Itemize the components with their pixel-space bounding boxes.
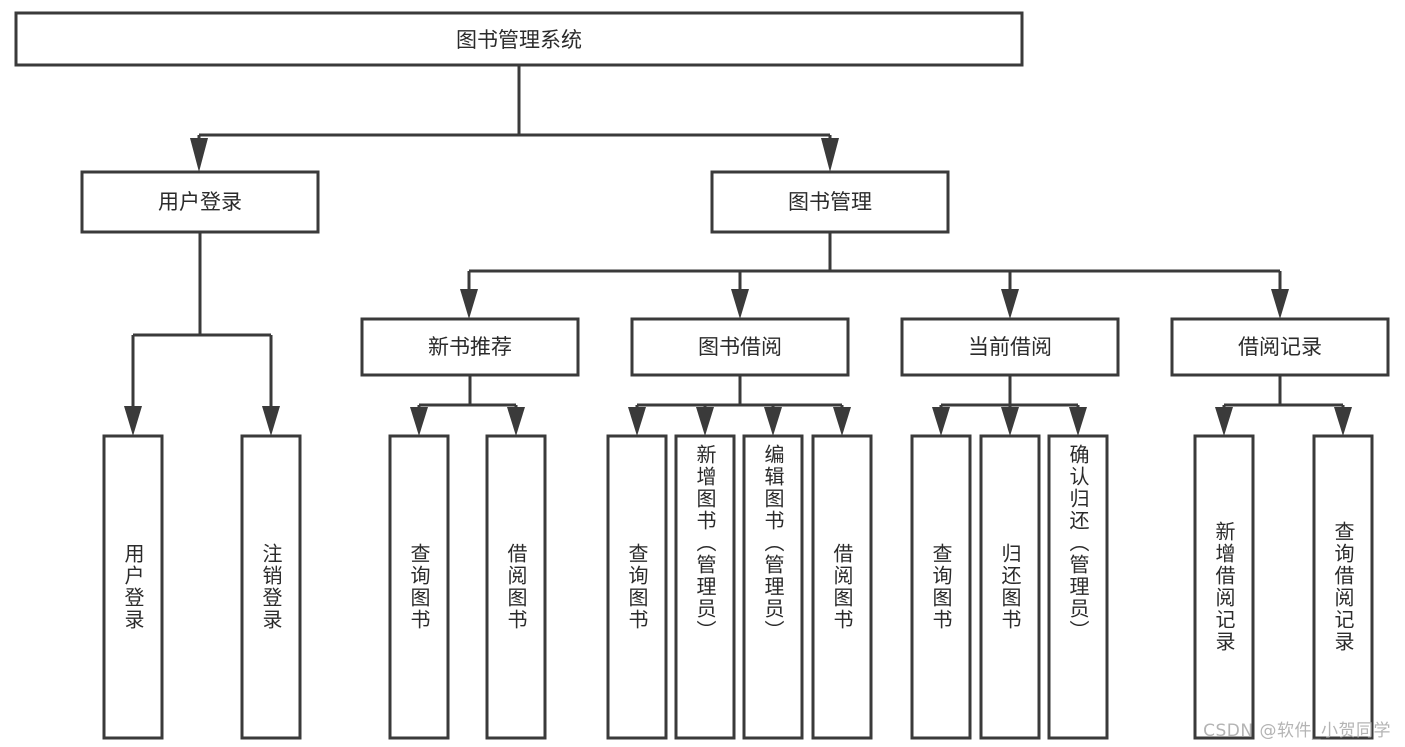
arrowhead-book-borrow-leaf-4 — [833, 407, 851, 436]
leaf-box-borrow-record-1[interactable] — [1193, 434, 1255, 740]
node-book-manage[interactable]: 图书管理 — [710, 170, 950, 234]
node-user-login-label: 用户登录 — [158, 190, 242, 214]
arrowhead-user-login-leaf-1 — [124, 406, 142, 436]
arrowhead-book-borrow-leaf-3 — [764, 407, 782, 436]
arrowhead-current-borrow-leaf-2 — [1001, 407, 1019, 436]
leaf-box-book-borrow-2[interactable] — [674, 434, 736, 740]
node-current-borrow[interactable]: 当前借阅 — [900, 317, 1120, 377]
node-borrow-record[interactable]: 借阅记录 — [1170, 317, 1390, 377]
arrowhead-user-login-leaf-2 — [262, 406, 280, 436]
node-borrow-record-label: 借阅记录 — [1238, 335, 1322, 359]
node-book-manage-label: 图书管理 — [788, 190, 872, 214]
node-user-login[interactable]: 用户登录 — [80, 170, 320, 234]
arrowhead-book-borrow-leaf-2 — [696, 407, 714, 436]
arrowhead-to-user-login — [190, 138, 208, 172]
node-book-borrow[interactable]: 图书借阅 — [630, 317, 850, 377]
arrowhead-book-borrow-leaf-1 — [628, 407, 646, 436]
arrowhead-new-book-leaf-2 — [507, 407, 525, 436]
arrowhead-to-book-borrow — [731, 289, 749, 319]
node-current-borrow-label: 当前借阅 — [968, 335, 1052, 359]
arrowhead-to-borrow-record — [1271, 289, 1289, 319]
watermark-text: CSDN @软件_小贺同学 — [1203, 721, 1391, 741]
arrowhead-new-book-leaf-1 — [410, 407, 428, 436]
leaf-box-new-book-1[interactable] — [388, 434, 450, 740]
leaf-box-user-login-2[interactable] — [240, 434, 302, 740]
leaf-box-current-borrow-1[interactable] — [910, 434, 972, 740]
leaf-box-book-borrow-1[interactable] — [606, 434, 668, 740]
node-root-label: 图书管理系统 — [456, 28, 582, 52]
leaf-box-book-borrow-3[interactable] — [742, 434, 804, 740]
arrowhead-to-new-book-recommend — [460, 289, 478, 319]
arrowhead-current-borrow-leaf-1 — [932, 407, 950, 436]
leaf-box-book-borrow-4[interactable] — [811, 434, 873, 740]
leaf-box-new-book-2[interactable] — [485, 434, 547, 740]
node-new-book-recommend-label: 新书推荐 — [428, 335, 512, 359]
leaf-box-current-borrow-3[interactable] — [1047, 434, 1109, 740]
node-book-borrow-label: 图书借阅 — [698, 335, 782, 359]
node-root[interactable]: 图书管理系统 — [14, 11, 1024, 67]
arrowhead-borrow-record-leaf-1 — [1215, 407, 1233, 436]
arrowhead-to-book-manage — [821, 138, 839, 172]
leaf-box-user-login-1[interactable] — [102, 434, 164, 740]
node-new-book-recommend[interactable]: 新书推荐 — [360, 317, 580, 377]
leaf-box-current-borrow-2[interactable] — [979, 434, 1041, 740]
arrowhead-borrow-record-leaf-2 — [1334, 407, 1352, 436]
arrowhead-current-borrow-leaf-3 — [1069, 407, 1087, 436]
arrowhead-to-current-borrow — [1001, 289, 1019, 319]
leaf-box-borrow-record-2[interactable] — [1312, 434, 1374, 740]
